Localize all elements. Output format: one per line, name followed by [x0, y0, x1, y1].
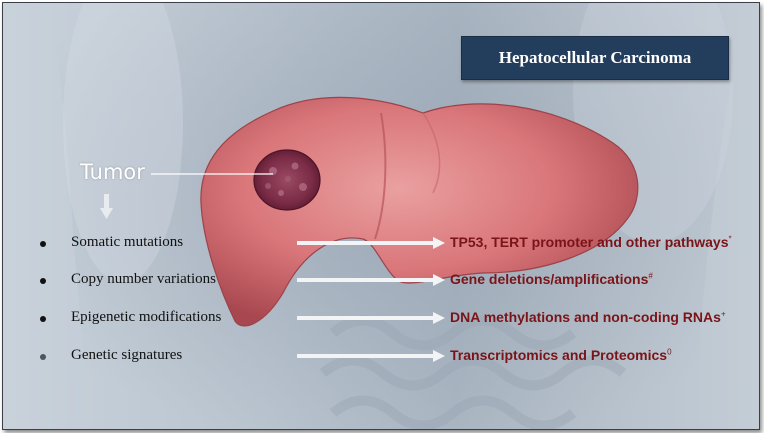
footnote-mark: * [728, 234, 732, 244]
liver-icon [200, 96, 639, 327]
bullet-icon [40, 241, 46, 247]
outcome-label: TP53, TERT promoter and other pathways* [450, 234, 732, 250]
outcome-label: Transcriptomics and Proteomics0 [450, 347, 672, 363]
title-box: Hepatocellular Carcinoma [461, 36, 729, 80]
outcome-label: DNA methylations and non-coding RNAs+ [450, 309, 726, 325]
factor-label: Copy number variations [71, 271, 216, 287]
footnote-mark: + [720, 309, 726, 319]
footnote-mark: 0 [667, 347, 672, 357]
factor-label: Somatic mutations [71, 234, 184, 250]
footnote-mark: # [648, 271, 653, 281]
factor-label: Epigenetic modifications [71, 309, 222, 325]
liver-illustration [43, 3, 743, 429]
factor-row: Epigenetic modifications DNA methylations… [3, 309, 759, 331]
right-arrow-icon [297, 312, 445, 324]
down-arrow-icon [100, 194, 113, 219]
outcome-label: Gene deletions/amplifications# [450, 271, 653, 287]
factor-row: Copy number variations Gene deletions/amp… [3, 271, 759, 293]
tumor-label: Tumor [80, 160, 145, 184]
bullet-icon [40, 316, 46, 322]
factor-label: Genetic signatures [71, 347, 183, 363]
factor-row: Somatic mutations TP53, TERT promoter and… [3, 234, 759, 256]
tumor-icon [253, 149, 321, 211]
right-arrow-icon [297, 237, 445, 249]
bullet-icon [40, 354, 46, 360]
title-text: Hepatocellular Carcinoma [498, 48, 692, 67]
right-arrow-icon [297, 274, 445, 286]
bullet-icon [40, 278, 46, 284]
intestines-illustration [319, 315, 627, 429]
right-arrow-icon [297, 350, 445, 362]
factor-row: Genetic signatures Transcriptomics and Pr… [3, 347, 759, 369]
